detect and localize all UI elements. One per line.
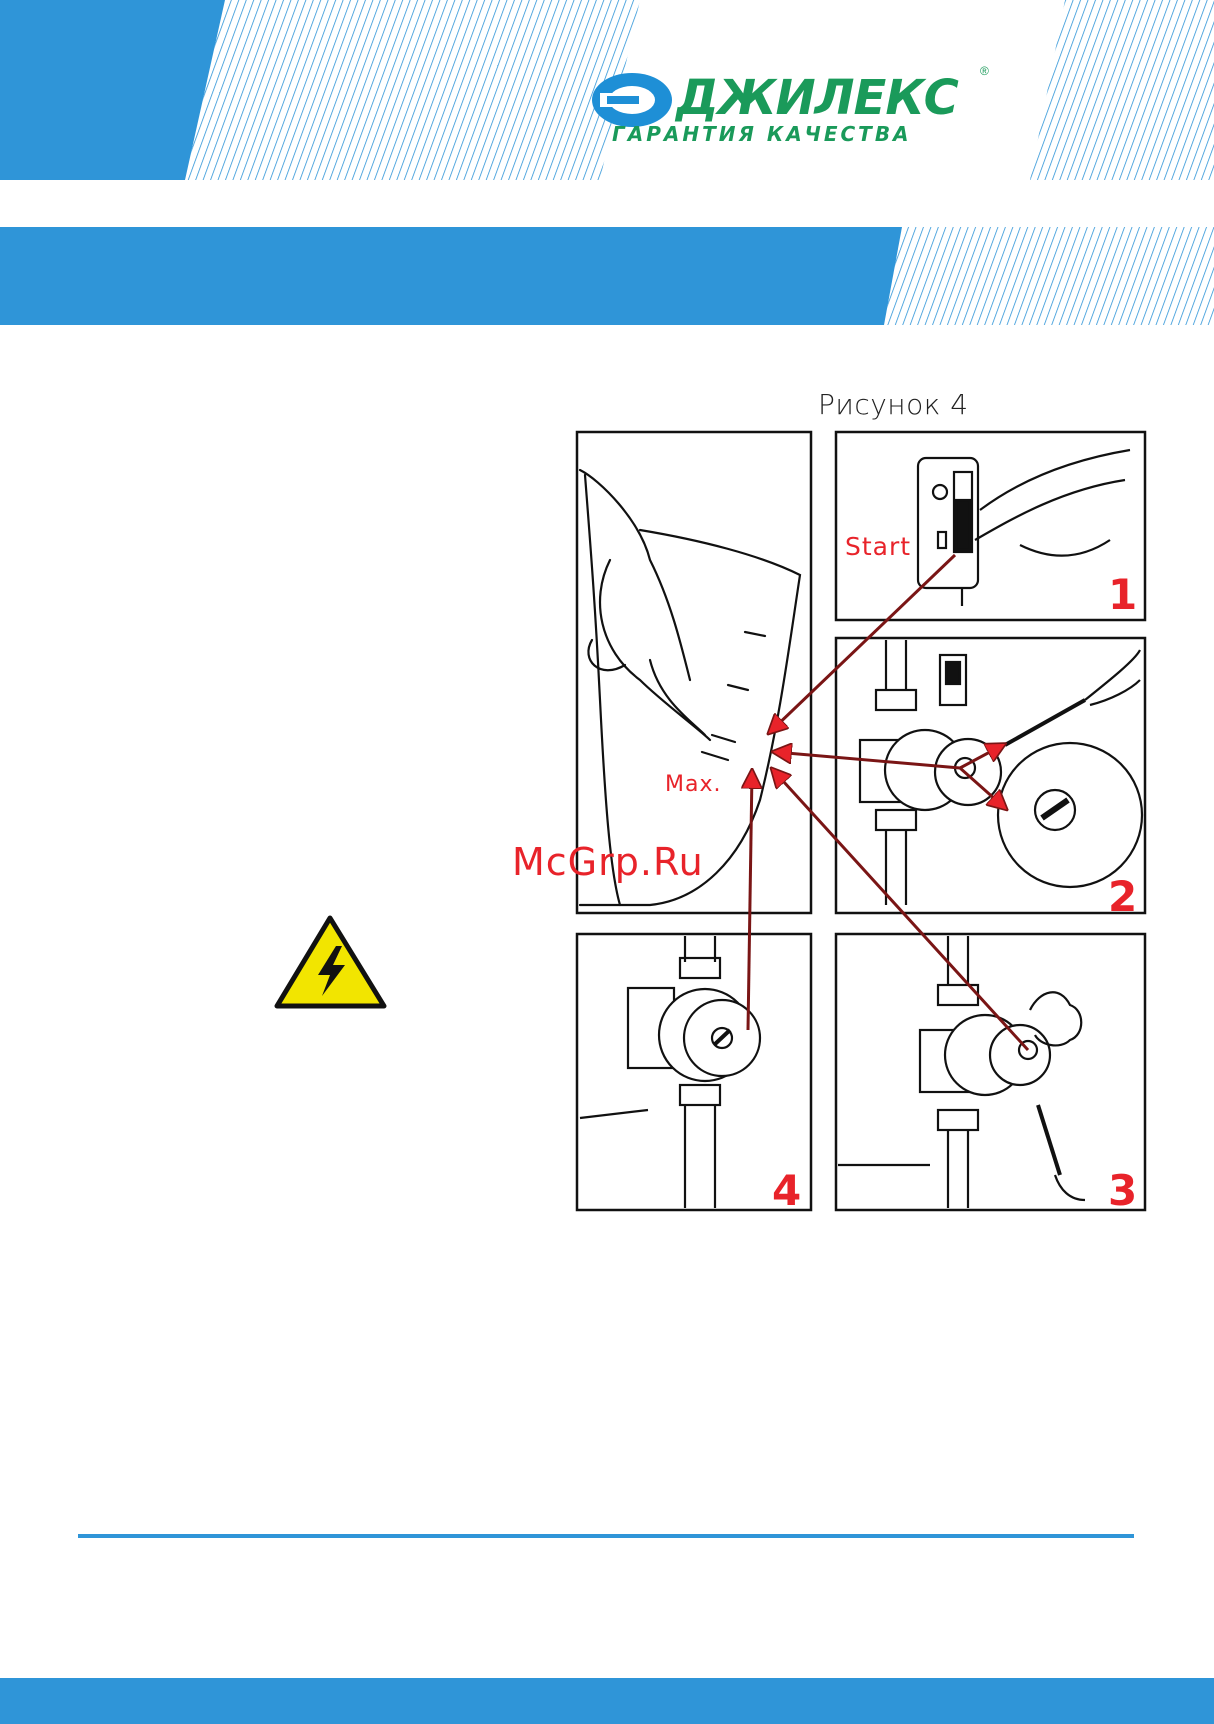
- panel-number-2: 2: [1108, 872, 1137, 921]
- footer-bar: [0, 1678, 1214, 1724]
- registered-mark: ®: [980, 64, 989, 78]
- watermark: McGrp.Ru: [512, 840, 704, 884]
- max-label: Max.: [665, 772, 721, 797]
- panel-1: [836, 432, 1145, 620]
- section-header-bar: [0, 227, 1214, 325]
- warning-electric-icon: [277, 918, 384, 1006]
- figure-caption: Рисунок 4: [818, 388, 969, 421]
- brand-name: ДЖИЛЕКС: [676, 70, 958, 126]
- brand-logo-icon: [592, 73, 672, 127]
- panel-number-3: 3: [1108, 1166, 1137, 1215]
- panel-number-4: 4: [772, 1166, 801, 1215]
- start-label: Start: [845, 532, 911, 561]
- brand-tagline: ГАРАНТИЯ КАЧЕСТВА: [612, 122, 912, 146]
- panel-number-1: 1: [1108, 570, 1137, 619]
